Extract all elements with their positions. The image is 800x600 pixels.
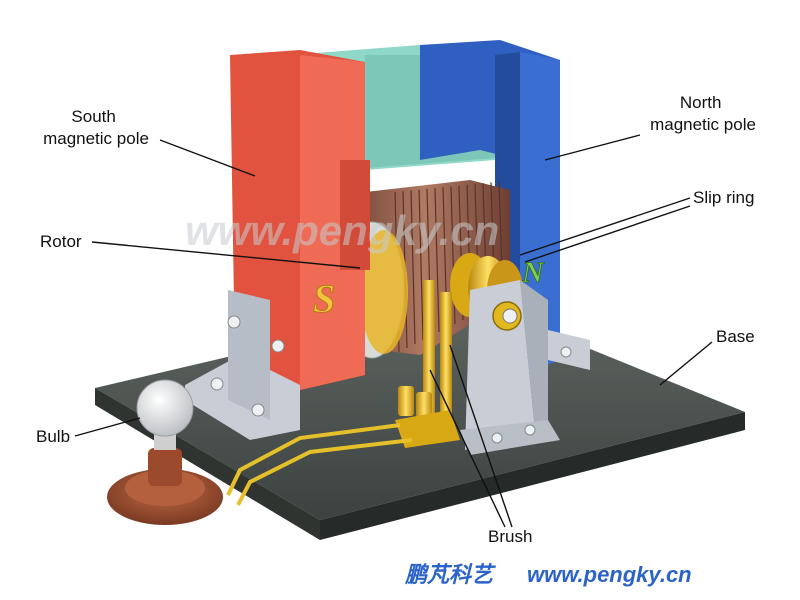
leader-lines [74, 134, 713, 528]
label-slip-ring: Slip ring [693, 188, 754, 207]
label-north-pole: North magnetic pole [650, 93, 756, 134]
right-bracket [548, 330, 590, 370]
label-base: Base [716, 327, 755, 346]
footer-cn: 鹏芃科艺 [404, 562, 497, 587]
bearing-stand [460, 280, 560, 455]
center-watermark: www.pengky.cn [185, 207, 499, 254]
label-rotor: Rotor [40, 232, 82, 251]
label-brush: Brush [488, 527, 532, 546]
south-pole-letter: S [313, 276, 335, 321]
label-south-pole: South magnetic pole [43, 107, 149, 148]
left-bracket [185, 290, 300, 440]
footer-url: www.pengky.cn [527, 562, 692, 587]
bulb [107, 379, 223, 525]
label-bulb: Bulb [36, 427, 70, 446]
wires [226, 423, 413, 506]
